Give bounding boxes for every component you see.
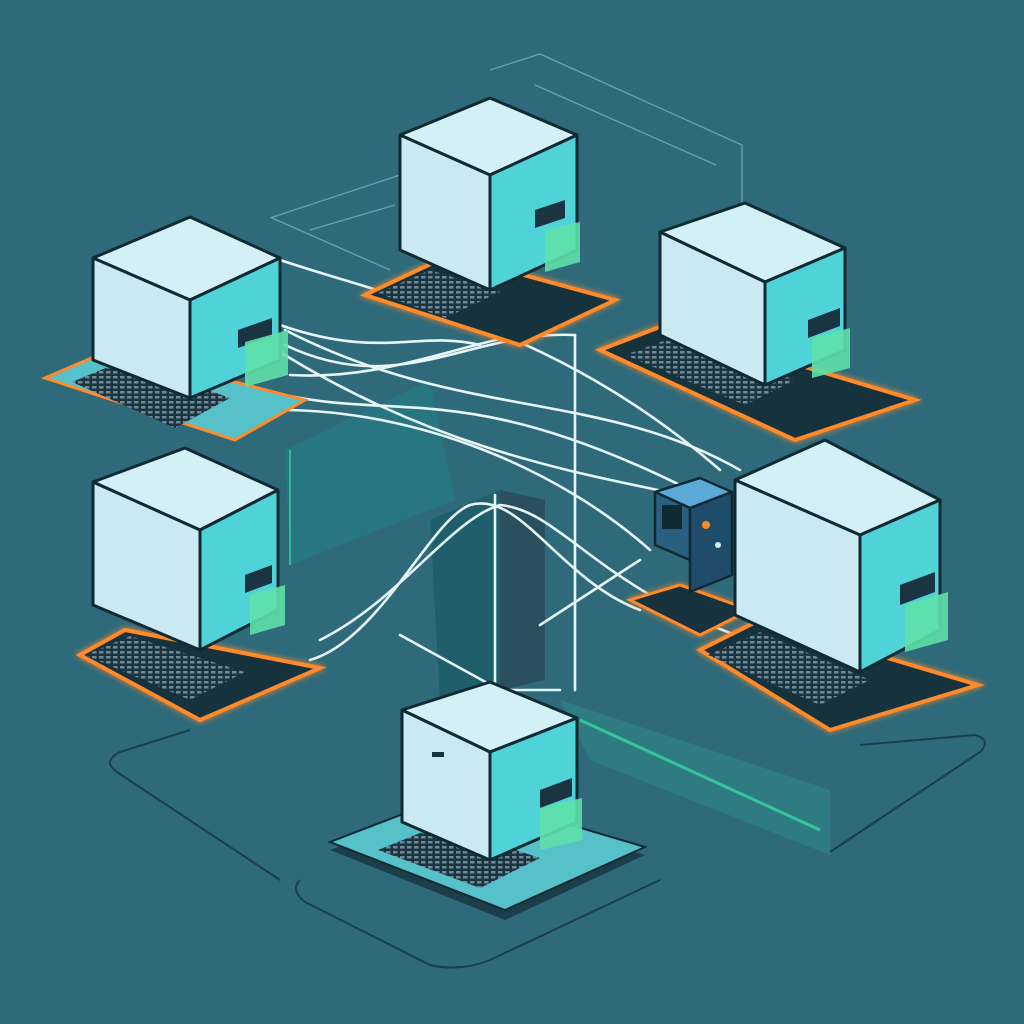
background-outlines	[269, 53, 743, 271]
hub-side	[688, 490, 734, 594]
port-slot	[900, 572, 935, 605]
workstation-top-center	[359, 96, 621, 348]
workstation-middle-left	[75, 446, 327, 723]
port-slot	[540, 778, 572, 808]
keyboard	[378, 825, 540, 888]
hub-indicator	[702, 521, 710, 529]
green-connector	[250, 585, 285, 635]
workstation-middle-right	[695, 438, 985, 733]
front-slot	[432, 752, 444, 757]
cable	[283, 328, 742, 472]
green-connector	[905, 592, 948, 652]
cable	[538, 558, 642, 627]
green-connector	[245, 330, 288, 387]
cable	[308, 502, 642, 662]
keyboard	[72, 360, 230, 428]
workstation-upper-right	[594, 201, 922, 443]
green-connector	[812, 328, 850, 378]
keyboard	[708, 632, 870, 705]
workstation-upper-left	[40, 215, 309, 442]
port-slot	[238, 318, 272, 348]
hub-panel	[662, 505, 682, 529]
floor-outlines	[109, 729, 986, 969]
port-slot	[535, 200, 565, 228]
cable	[318, 503, 752, 642]
keyboard	[378, 270, 500, 318]
green-connector	[540, 798, 582, 850]
cable	[278, 408, 652, 552]
keyboard	[85, 636, 245, 700]
cable	[278, 323, 482, 347]
cable	[283, 393, 692, 492]
workstation-bottom-center	[327, 680, 648, 920]
green-connector	[545, 222, 580, 272]
port-slot	[808, 308, 840, 338]
hub-indicator	[715, 542, 721, 548]
keyboard	[625, 335, 795, 405]
central-hub-device	[625, 476, 754, 637]
port-slot	[245, 565, 272, 593]
